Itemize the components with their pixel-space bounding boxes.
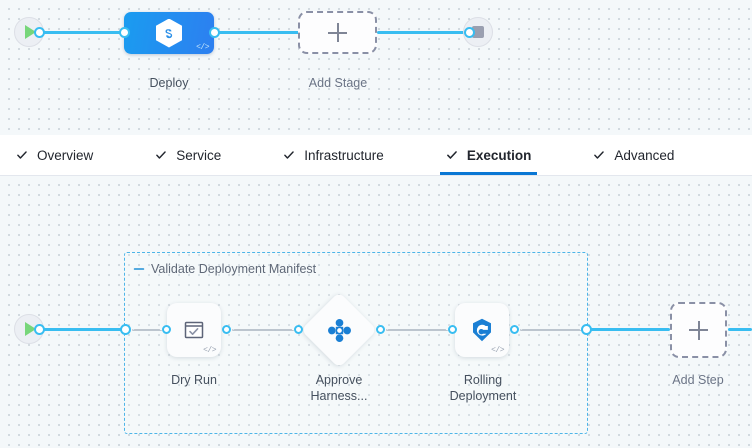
tab-label: Service [176,147,222,163]
connector-dryrun-to-approve [232,329,294,331]
tab-label: Advanced [614,147,675,163]
step-label-approve-harness: Approve Harness... [310,373,368,403]
yaml-badge-icon[interactable]: </> [203,346,216,355]
add-stage-label: Add Stage [308,76,368,90]
connector-start-to-deploy [38,31,130,34]
tab-overview[interactable]: Overview [14,135,95,175]
end-connector-ring [464,27,475,38]
minus-icon [133,268,145,270]
check-icon [446,151,457,159]
approve-output-ring [376,325,385,334]
play-icon [25,322,36,336]
stop-icon [472,26,484,38]
connector-addstage-to-end [377,31,469,34]
connector-deploy-to-addstage [216,31,300,34]
start-connector-ring [34,27,45,38]
connector-group-to-addstep [586,328,670,331]
plus-icon [689,320,708,340]
approve-input-ring [294,325,303,334]
tab-label: Overview [37,147,94,163]
dryrun-input-ring [162,325,171,334]
approval-diamond-icon [326,317,353,344]
step-node-dry-run[interactable]: </> [167,303,221,357]
harness-hexagon-icon [156,18,182,48]
plus-icon [328,23,347,42]
rolling-output-ring [510,325,519,334]
connector-addstep-to-next [728,328,752,331]
step-label-dry-run: Dry Run [171,373,217,387]
connector-approve-to-rolling [386,329,448,331]
check-icon [156,151,167,159]
tab-service[interactable]: Service [153,135,223,175]
stage-label-deploy: Deploy [149,76,189,90]
step-node-rolling-deployment[interactable]: </> [455,303,509,357]
step-group-header[interactable]: Validate Deployment Manifest [133,262,316,276]
kubernetes-icon [473,318,491,342]
tab-label: Execution [466,147,532,163]
execution-start-ring [34,324,45,335]
tab-advanced[interactable]: Advanced [591,135,676,175]
checklist-icon [184,321,204,339]
step-label-rolling-deployment: Rolling Deployment [449,373,517,403]
connector-execstart-to-group [38,328,126,331]
stage-tabbar: Overview Service Infrastructure Executio… [0,135,752,176]
rolling-input-ring [448,325,457,334]
connector-rolling-to-groupend [520,329,582,331]
yaml-badge-icon[interactable]: </> [196,43,209,52]
play-icon [25,25,36,39]
check-icon [284,151,295,159]
deploy-output-ring [209,27,220,38]
execution-canvas[interactable]: Validate Deployment Manifest </> [0,176,752,448]
group-entry-ring [120,324,131,335]
check-icon [594,151,605,159]
add-step-label: Add Step [672,373,724,387]
yaml-badge-icon[interactable]: </> [491,346,504,355]
group-exit-ring [581,324,592,335]
tab-label: Infrastructure [304,147,384,163]
add-stage-button[interactable] [298,11,377,54]
stage-canvas[interactable]: </> Deploy Add Stage [0,0,752,135]
check-icon [17,151,27,159]
connector-group-to-dryrun [132,329,162,331]
step-group-title: Validate Deployment Manifest [151,262,317,276]
tab-infrastructure[interactable]: Infrastructure [281,135,386,175]
deploy-input-ring [119,27,130,38]
tab-execution[interactable]: Execution [439,135,537,175]
stage-node-deploy[interactable]: </> [124,12,214,54]
dryrun-output-ring [222,325,231,334]
add-step-button[interactable] [670,302,727,358]
